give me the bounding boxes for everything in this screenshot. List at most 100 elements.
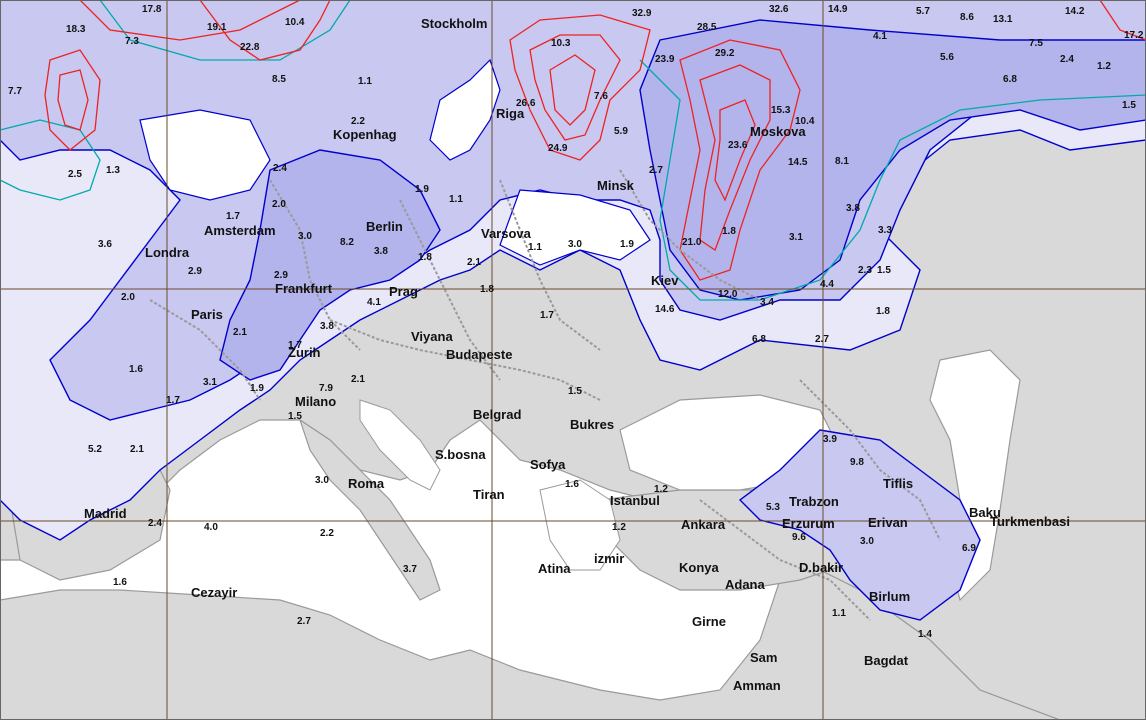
value-label: 3.0 bbox=[298, 231, 312, 242]
value-label: 2.4 bbox=[148, 518, 162, 529]
city-atina: Atina bbox=[538, 561, 571, 576]
value-label: 13.1 bbox=[993, 14, 1013, 25]
value-label: 3.6 bbox=[98, 239, 112, 250]
value-label: 2.7 bbox=[815, 334, 829, 345]
city-sbosna: S.bosna bbox=[435, 447, 486, 462]
city-trabzon: Trabzon bbox=[789, 494, 839, 509]
value-label: 7.5 bbox=[1029, 38, 1043, 49]
city-cezayir: Cezayir bbox=[191, 585, 237, 600]
value-label: 14.2 bbox=[1065, 6, 1085, 17]
teal-contour-west bbox=[0, 119, 101, 201]
red-contour-moskova-2 bbox=[699, 64, 771, 251]
border-3 bbox=[499, 179, 601, 351]
red-contour-moskova-3 bbox=[714, 99, 756, 202]
city-kopenhag: Kopenhag bbox=[333, 127, 397, 142]
city-kiev: Kiev bbox=[651, 273, 679, 288]
value-label: 1.2 bbox=[1097, 61, 1111, 72]
shade-caucasus bbox=[738, 429, 981, 621]
city-erivan: Erivan bbox=[868, 515, 908, 530]
value-label: 7.9 bbox=[319, 383, 333, 394]
value-label: 17.8 bbox=[142, 4, 162, 15]
value-label: 32.6 bbox=[769, 4, 789, 15]
value-label: 1.5 bbox=[288, 411, 302, 422]
land-africa bbox=[0, 559, 1061, 720]
value-label: 2.9 bbox=[274, 270, 288, 281]
city-baku: Baku bbox=[969, 505, 1001, 520]
border-7 bbox=[799, 379, 941, 541]
value-label: 7.7 bbox=[8, 86, 22, 97]
value-label: 1.7 bbox=[540, 310, 554, 321]
value-label: 21.0 bbox=[682, 237, 702, 248]
city-adana: Adana bbox=[725, 577, 766, 592]
value-label: 1.1 bbox=[832, 608, 846, 619]
value-label: 8.5 bbox=[272, 74, 286, 85]
value-label: 2.1 bbox=[233, 327, 247, 338]
value-label: 1.2 bbox=[612, 522, 626, 533]
value-label: 1.2 bbox=[654, 484, 668, 495]
teal-contour-east bbox=[639, 59, 1146, 301]
value-label: 4.0 bbox=[204, 522, 218, 533]
city-roma: Roma bbox=[348, 476, 385, 491]
value-label: 3.0 bbox=[860, 536, 874, 547]
value-label: 2.2 bbox=[320, 528, 334, 539]
value-label: 3.0 bbox=[568, 239, 582, 250]
value-label: 8.6 bbox=[960, 12, 974, 23]
value-label: 1.8 bbox=[480, 284, 494, 295]
value-label: 1.5 bbox=[568, 386, 582, 397]
red-contour-britain-2 bbox=[57, 69, 89, 131]
clear-poland bbox=[499, 189, 651, 266]
adriatic-sea bbox=[359, 399, 441, 491]
value-label: 5.2 bbox=[88, 444, 102, 455]
value-label: 32.9 bbox=[632, 8, 652, 19]
red-contour-riga-1 bbox=[509, 14, 651, 161]
city-prag: Prag bbox=[389, 284, 418, 299]
aegean-sea bbox=[539, 479, 621, 571]
value-label: 2.4 bbox=[273, 163, 287, 174]
value-label: 1.5 bbox=[1122, 100, 1136, 111]
value-label: 6.9 bbox=[962, 543, 976, 554]
city-madrid: Madrid bbox=[84, 506, 127, 521]
city-varsova: Varsova bbox=[481, 226, 532, 241]
value-label: 1.3 bbox=[106, 165, 120, 176]
value-label: 1.6 bbox=[565, 479, 579, 490]
border-2 bbox=[399, 199, 501, 381]
value-label: 2.4 bbox=[1060, 54, 1074, 65]
city-sam: Sam bbox=[750, 650, 777, 665]
city-izmir: izmir bbox=[594, 551, 624, 566]
city-tiflis: Tiflis bbox=[883, 476, 913, 491]
value-label: 15.3 bbox=[771, 105, 791, 116]
value-label: 5.3 bbox=[766, 502, 780, 513]
teal-contours bbox=[0, 0, 1146, 301]
value-label: 3.0 bbox=[315, 475, 329, 486]
value-label: 1.1 bbox=[528, 242, 542, 253]
value-label: 9.8 bbox=[850, 457, 864, 468]
value-label: 8.2 bbox=[340, 237, 354, 248]
value-label: 2.1 bbox=[130, 444, 144, 455]
value-label: 29.2 bbox=[715, 48, 735, 59]
city-riga: Riga bbox=[496, 106, 525, 121]
value-label: 10.4 bbox=[795, 116, 815, 127]
value-label: 4.1 bbox=[367, 297, 381, 308]
value-label: 3.1 bbox=[203, 377, 217, 388]
value-label: 12.0 bbox=[718, 289, 738, 300]
red-contour-north-1 bbox=[79, 0, 301, 41]
city-minsk: Minsk bbox=[597, 178, 635, 193]
value-label: 1.8 bbox=[418, 252, 432, 263]
value-label: 3.4 bbox=[760, 297, 774, 308]
city-konya: Konya bbox=[679, 560, 720, 575]
value-label: 1.1 bbox=[449, 194, 463, 205]
city-berlin: Berlin bbox=[366, 219, 403, 234]
clear-areas bbox=[139, 58, 651, 266]
city-bukres: Bukres bbox=[570, 417, 614, 432]
value-label: 3.8 bbox=[374, 246, 388, 257]
land-italy bbox=[298, 418, 441, 601]
city-dbakir: D.bakir bbox=[799, 560, 843, 575]
value-label: 17.2 bbox=[1124, 30, 1144, 41]
city-belgrad: Belgrad bbox=[473, 407, 521, 422]
city-londra: Londra bbox=[145, 245, 190, 260]
city-bagdat: Bagdat bbox=[864, 653, 909, 668]
value-label: 14.6 bbox=[655, 304, 675, 315]
value-label: 3.3 bbox=[878, 225, 892, 236]
city-zurih: Zurih bbox=[288, 345, 321, 360]
